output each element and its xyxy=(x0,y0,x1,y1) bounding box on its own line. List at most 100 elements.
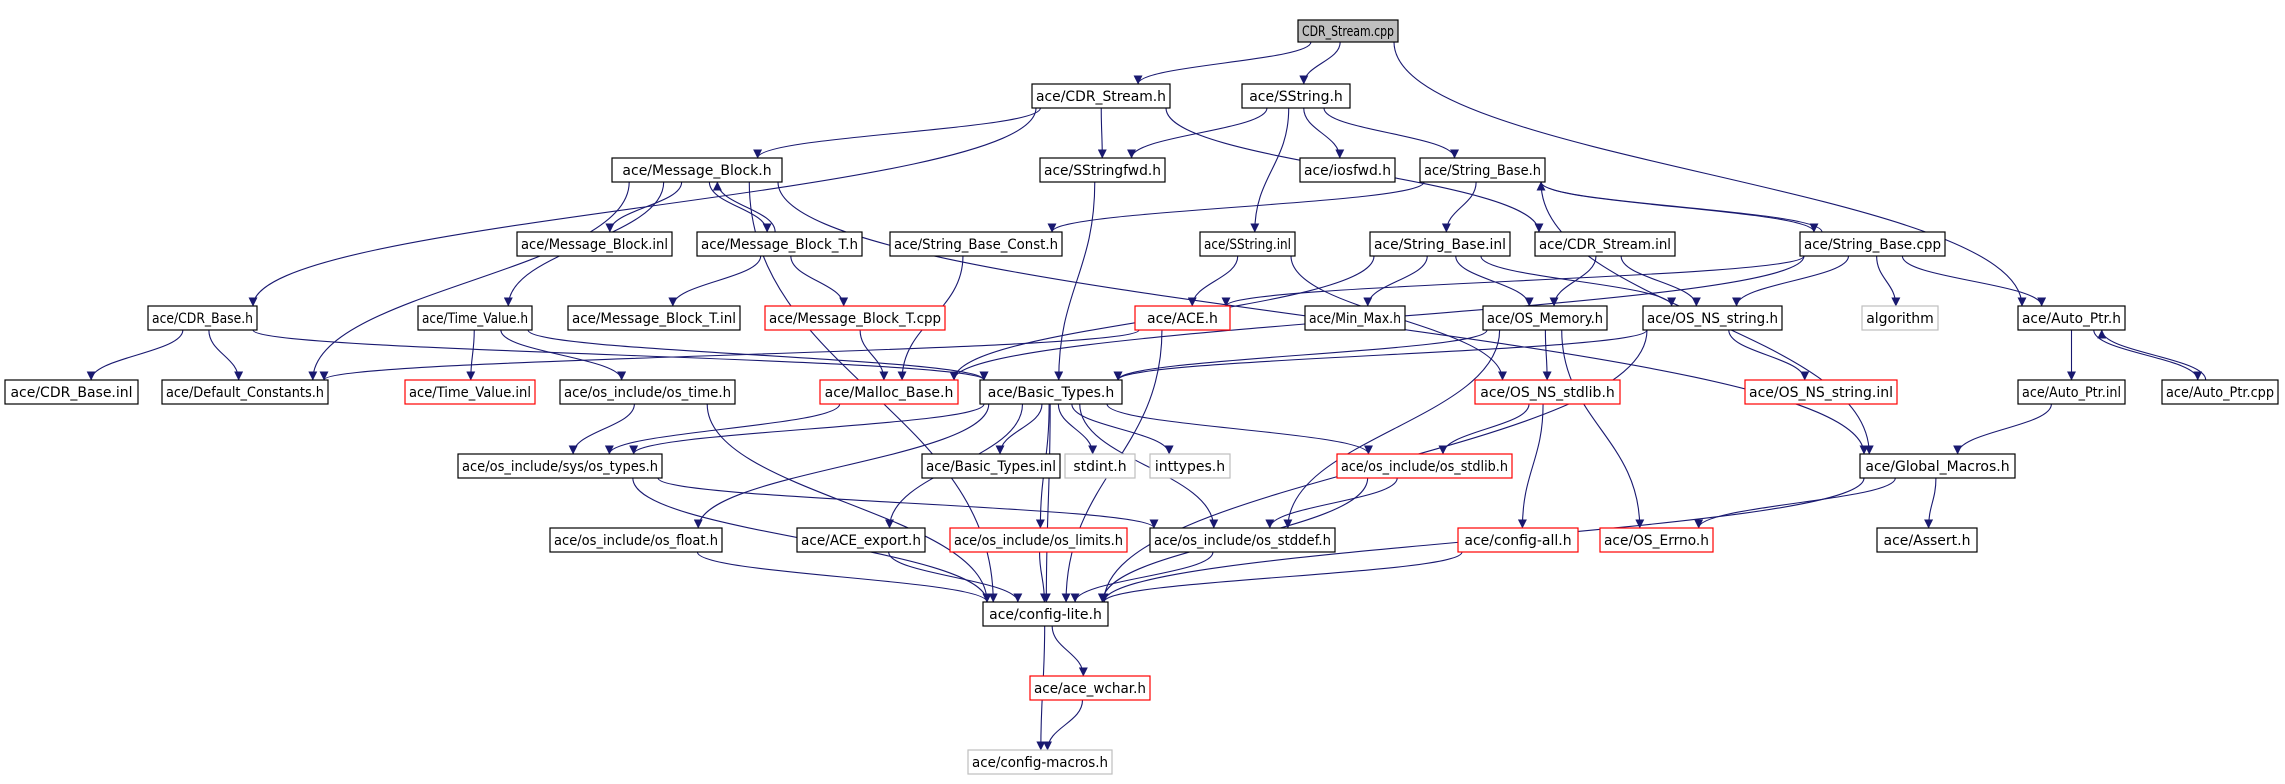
node-auto-ptr-cpp[interactable]: ace/Auto_Ptr.cpp xyxy=(2161,379,2279,405)
node-global-macros-h[interactable]: ace/Global_Macros.h xyxy=(1859,453,2016,479)
node-cdr-stream-inl[interactable]: ace/CDR_Stream.inl xyxy=(1534,231,1676,257)
node-label: ace/ACE.h xyxy=(1147,311,1218,327)
node-label: ace/config-lite.h xyxy=(989,607,1102,623)
node-time-value-h[interactable]: ace/Time_Value.h xyxy=(417,305,533,331)
node-os-time-h[interactable]: ace/os_include/os_time.h xyxy=(559,379,736,405)
node-message-block-inl[interactable]: ace/Message_Block.inl xyxy=(516,231,673,257)
node-label: ace/Message_Block_T.cpp xyxy=(769,311,941,327)
edge-basic-types-h-to-inttypes-h xyxy=(1071,403,1174,455)
node-os-ns-string-h[interactable]: ace/OS_NS_string.h xyxy=(1642,305,1783,331)
node-os-ns-string-inl[interactable]: ace/OS_NS_string.inl xyxy=(1744,379,1898,405)
edge-time-value-h-to-time-value-inl xyxy=(466,329,476,381)
edge-auto-ptr-cpp-to-auto-ptr-h xyxy=(2097,329,2207,381)
node-box xyxy=(457,453,663,479)
node-os-errno-h[interactable]: ace/OS_Errno.h xyxy=(1599,527,1714,553)
node-iosfwd-h[interactable]: ace/iosfwd.h xyxy=(1299,157,1396,183)
node-box xyxy=(1599,527,1714,553)
node-cdr-base-h[interactable]: ace/CDR_Base.h xyxy=(147,305,258,331)
node-string-base-h[interactable]: ace/String_Base.h xyxy=(1419,157,1546,183)
node-basic-types-inl[interactable]: ace/Basic_Types.inl xyxy=(921,453,1061,479)
node-ace-h[interactable]: ace/ACE.h xyxy=(1134,305,1231,331)
node-label: ace/SString.inl xyxy=(1204,237,1291,253)
edge-os-ns-stdlib-h-to-os-stdlib-h xyxy=(1438,403,1530,455)
node-config-all-h[interactable]: ace/config-all.h xyxy=(1457,527,1579,553)
node-basic-types-h[interactable]: ace/Basic_Types.h xyxy=(979,379,1123,405)
edge-string-base-inl-to-min-max-h xyxy=(1363,255,1428,307)
node-label: ace/config-all.h xyxy=(1464,533,1571,549)
node-message-block-t-cpp[interactable]: ace/Message_Block_T.cpp xyxy=(764,305,946,331)
node-label: ace/OS_NS_stdlib.h xyxy=(1480,385,1615,401)
node-config-lite-h[interactable]: ace/config-lite.h xyxy=(982,601,1109,627)
node-string-base-cpp[interactable]: ace/String_Base.cpp xyxy=(1799,231,1946,257)
node-label: ace/OS_NS_string.inl xyxy=(1749,385,1893,401)
node-box xyxy=(404,379,536,405)
node-message-block-t-h[interactable]: ace/Message_Block_T.h xyxy=(696,231,863,257)
node-os-ns-stdlib-h[interactable]: ace/OS_NS_stdlib.h xyxy=(1474,379,1621,405)
edge-os-memory-h-to-os-ns-stdlib-h xyxy=(1542,329,1552,381)
node-assert-h[interactable]: ace/Assert.h xyxy=(1876,527,1978,553)
edge-os-float-h-to-config-lite-h xyxy=(696,551,992,603)
edge-string-base-cpp-to-ace-h xyxy=(1221,255,1805,307)
edge-cdr-stream-h-to-sstringfwd-h xyxy=(1097,107,1107,159)
edge-string-base-cpp-to-string-base-h xyxy=(1536,181,1823,233)
node-os-types-h[interactable]: ace/os_include/sys/os_types.h xyxy=(457,453,663,479)
node-default-constants-h[interactable]: ace/Default_Constants.h xyxy=(161,379,329,405)
node-string-base-inl[interactable]: ace/String_Base.inl xyxy=(1369,231,1511,257)
node-box xyxy=(2017,379,2126,405)
node-sstring-inl[interactable]: ace/SString.inl xyxy=(1199,231,1296,257)
node-message-block-t-inl[interactable]: ace/Message_Block_T.inl xyxy=(567,305,741,331)
node-auto-ptr-h[interactable]: ace/Auto_Ptr.h xyxy=(2017,305,2126,331)
node-malloc-base-h[interactable]: ace/Malloc_Base.h xyxy=(819,379,959,405)
node-os-limits-h[interactable]: ace/os_include/os_limits.h xyxy=(949,527,1128,553)
edge-time-value-h-to-os-time-h xyxy=(500,329,627,381)
node-label: ace/Time_Value.h xyxy=(422,311,528,327)
edge-time-value-h-to-basic-types-h xyxy=(527,329,989,381)
node-label: ace/CDR_Stream.h xyxy=(1036,89,1166,105)
node-box xyxy=(921,453,1061,479)
node-root[interactable]: CDR_Stream.cpp xyxy=(1297,19,1399,43)
edge-basic-types-h-to-config-lite-h xyxy=(1041,403,1051,603)
node-cdr-stream-h[interactable]: ace/CDR_Stream.h xyxy=(1031,83,1171,109)
node-os-float-h[interactable]: ace/os_include/os_float.h xyxy=(549,527,723,553)
edge-config-lite-h-to-ace-wchar-h xyxy=(1051,625,1088,677)
node-box xyxy=(1297,19,1399,43)
node-time-value-inl[interactable]: ace/Time_Value.inl xyxy=(404,379,536,405)
node-label: ace/Min_Max.h xyxy=(1309,311,1401,327)
node-label: ace/Message_Block.h xyxy=(622,163,771,179)
edge-string-base-h-to-string-base-const-h xyxy=(1047,181,1425,233)
node-os-memory-h[interactable]: ace/OS_Memory.h xyxy=(1482,305,1608,331)
node-label: ace/String_Base.h xyxy=(1424,163,1541,179)
node-label: ace/Auto_Ptr.cpp xyxy=(2166,385,2274,401)
edge-cdr-base-h-to-basic-types-h xyxy=(252,329,989,381)
edge-config-all-h-to-config-lite-h xyxy=(1099,551,1463,603)
edge-cdr-base-h-to-default-constants-h xyxy=(208,329,244,381)
node-sstringfwd-h[interactable]: ace/SStringfwd.h xyxy=(1039,157,1166,183)
node-box xyxy=(819,379,959,405)
node-label: ace/ACE_export.h xyxy=(801,533,921,549)
node-ace-export-h[interactable]: ace/ACE_export.h xyxy=(796,527,926,553)
edge-sstring-inl-to-ace-h xyxy=(1187,255,1239,307)
node-string-base-const-h[interactable]: ace/String_Base_Const.h xyxy=(889,231,1063,257)
node-auto-ptr-inl[interactable]: ace/Auto_Ptr.inl xyxy=(2017,379,2126,405)
node-label: ace/os_include/sys/os_types.h xyxy=(462,459,658,475)
node-sstring-h[interactable]: ace/SString.h xyxy=(1241,83,1351,109)
node-inttypes-h: inttypes.h xyxy=(1149,453,1231,479)
node-label: ace/String_Base.inl xyxy=(1374,237,1506,253)
node-os-stddef-h[interactable]: ace/os_include/os_stddef.h xyxy=(1149,527,1336,553)
node-ace-wchar-h[interactable]: ace/ace_wchar.h xyxy=(1029,675,1151,701)
node-config-macros-h: ace/config-macros.h xyxy=(967,749,1113,775)
node-label: ace/CDR_Stream.inl xyxy=(1539,237,1671,253)
node-box xyxy=(1482,305,1608,331)
node-box xyxy=(1799,231,1946,257)
node-box xyxy=(4,379,139,405)
node-box xyxy=(1031,83,1171,109)
node-label: ace/Message_Block_T.h xyxy=(701,237,858,253)
edge-sstring-h-to-iosfwd-h xyxy=(1303,107,1345,159)
node-min-max-h[interactable]: ace/Min_Max.h xyxy=(1304,305,1406,331)
node-message-block-h[interactable]: ace/Message_Block.h xyxy=(611,157,783,183)
edge-os-ns-string-h-to-basic-types-h xyxy=(1113,329,1648,381)
node-label: ace/config-macros.h xyxy=(972,755,1108,771)
node-os-stdlib-h[interactable]: ace/os_include/os_stdlib.h xyxy=(1336,453,1513,479)
node-box xyxy=(1369,231,1511,257)
node-cdr-base-inl[interactable]: ace/CDR_Base.inl xyxy=(4,379,139,405)
